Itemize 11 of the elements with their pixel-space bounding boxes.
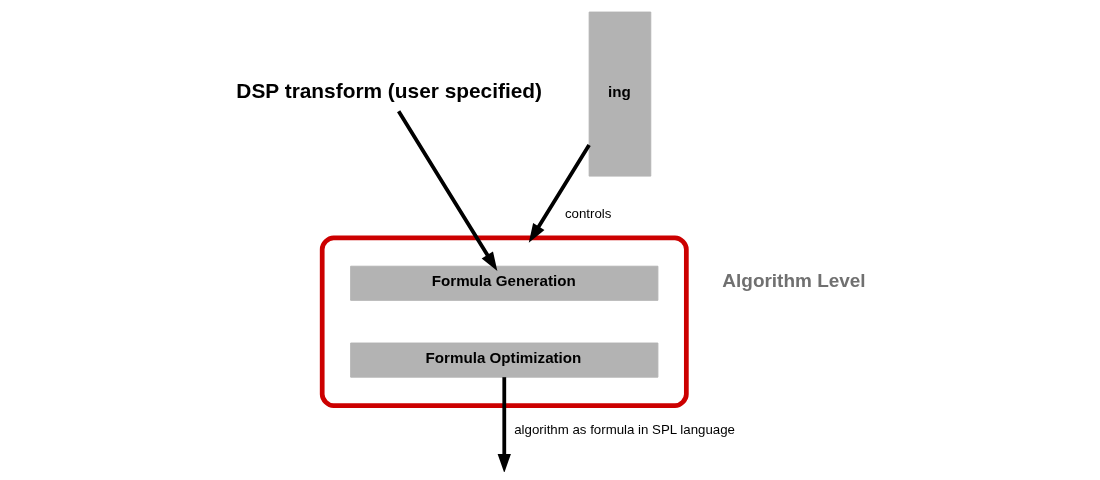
cluster — [319, 235, 689, 408]
node-text: DSP transform (user specified) — [235, 79, 542, 103]
edge-label: algorithm as formula in SPL language — [513, 421, 735, 437]
node-box: Formula Generation — [349, 265, 658, 301]
arrow — [528, 144, 591, 243]
arrow — [497, 377, 511, 472]
arrow — [396, 110, 497, 272]
label: Algorithm Level — [721, 270, 866, 292]
node-box: ing — [588, 11, 651, 177]
edge-label: controls — [564, 205, 611, 221]
node-box: Formula Optimization — [349, 342, 658, 378]
